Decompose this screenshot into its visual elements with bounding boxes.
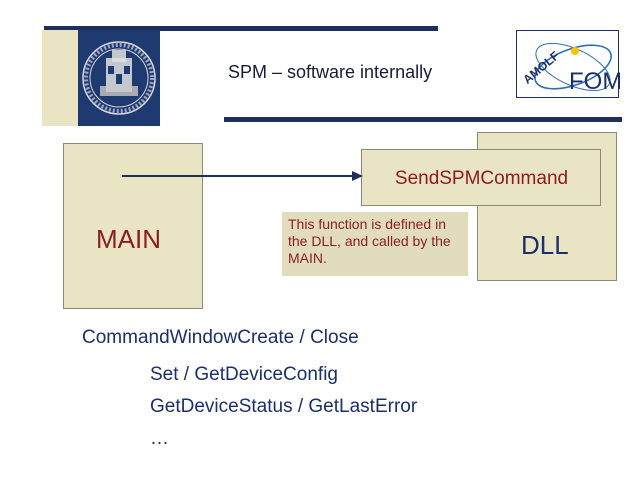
svg-text:FOM: FOM: [569, 68, 620, 95]
main-box-label: MAIN: [96, 224, 161, 254]
fom-amolf-logo: AMOLF FOM: [516, 30, 622, 98]
command-line-2: Set / GetDeviceConfig: [150, 364, 338, 385]
main-box: [63, 143, 203, 309]
header-bar-top: [44, 26, 438, 31]
dll-box-label: DLL: [521, 230, 569, 260]
note-text: This function is defined in the DLL, and…: [288, 216, 451, 266]
slide-title: SPM – software internally: [228, 62, 433, 82]
call-arrow: [122, 171, 363, 181]
svg-text:AMOLF: AMOLF: [520, 49, 562, 87]
note-box: [282, 212, 468, 276]
send-spm-command-label: SendSPMCommand: [394, 168, 569, 189]
university-seal-logo: [78, 30, 160, 126]
send-spm-command-box: [361, 149, 601, 206]
command-line-1: CommandWindowCreate / Close: [82, 327, 359, 348]
command-line-ellipsis: …: [150, 428, 169, 449]
command-line-3: GetDeviceStatus / GetLastError: [150, 396, 418, 417]
header-bar-bottom: [224, 117, 622, 122]
